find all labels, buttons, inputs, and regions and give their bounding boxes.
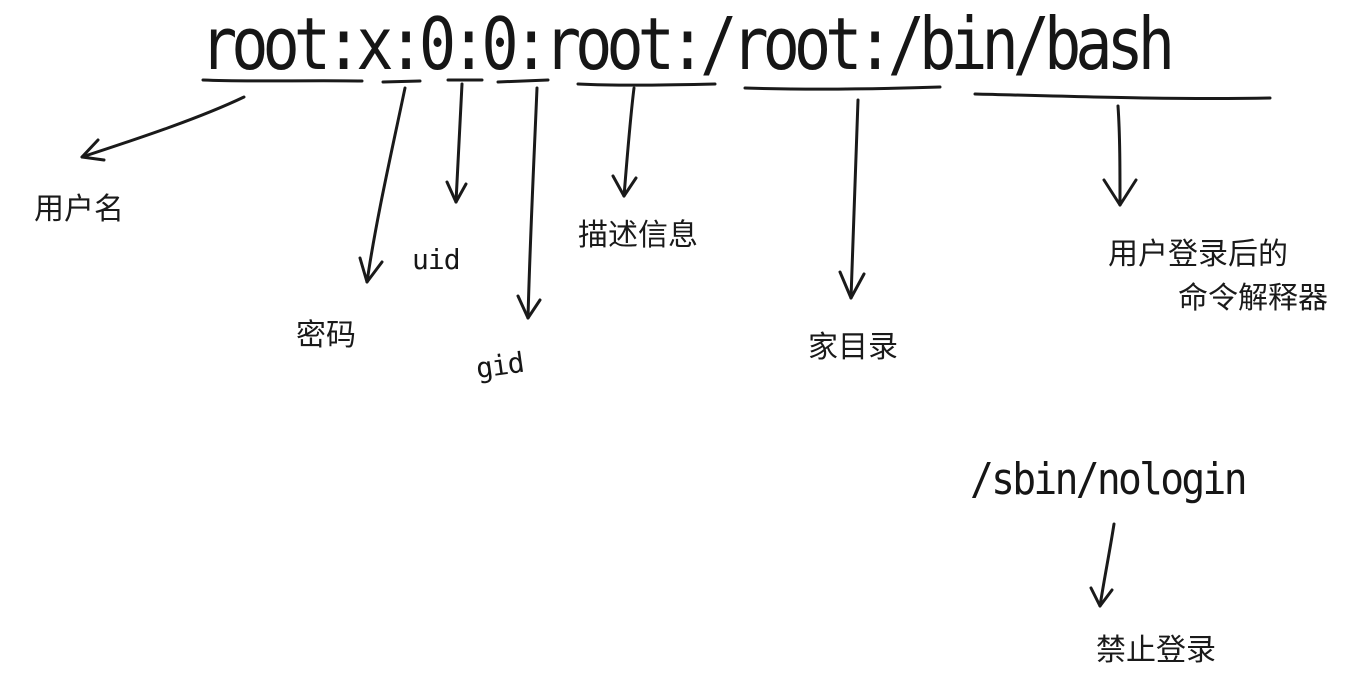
label-uid: uid <box>412 243 461 276</box>
label-shell-line1: 用户登录后的 <box>1108 237 1288 272</box>
arrow-description <box>622 86 636 198</box>
label-login-disabled: 禁止登录 <box>1096 633 1216 668</box>
arrowhead-password <box>358 256 384 284</box>
underline-password <box>381 79 422 84</box>
arrow-home <box>849 98 860 300</box>
nologin-text: /sbin/nologin <box>970 454 1248 505</box>
arrowhead-uid <box>445 180 468 204</box>
arrow-password <box>365 86 407 284</box>
label-gid: gid <box>473 345 526 386</box>
arrow-gid <box>526 86 539 320</box>
underline-shell <box>973 92 1272 101</box>
arrowhead-description <box>611 174 638 198</box>
underline-gid <box>496 78 550 84</box>
arrowhead-shell <box>1102 178 1138 207</box>
passwd-entry-text: root:x:0:0:root:/root:/bin/bash <box>200 2 1175 86</box>
underline-username <box>201 78 364 83</box>
label-username: 用户名 <box>34 192 124 227</box>
label-home-dir: 家目录 <box>808 330 898 365</box>
label-description: 描述信息 <box>578 218 698 253</box>
arrowhead-home <box>838 270 866 300</box>
arrow-uid <box>454 82 464 204</box>
arrowhead-nologin <box>1089 586 1114 608</box>
arrow-shell <box>1116 104 1122 207</box>
arrow-nologin <box>1098 522 1116 608</box>
arrowhead-gid <box>516 294 542 320</box>
arrowhead-username <box>80 138 106 162</box>
underline-description <box>576 82 717 87</box>
label-shell-line2: 命令解释器 <box>1178 281 1328 316</box>
underline-home <box>743 85 942 91</box>
arrow-username <box>80 95 246 159</box>
label-password: 密码 <box>296 318 356 353</box>
